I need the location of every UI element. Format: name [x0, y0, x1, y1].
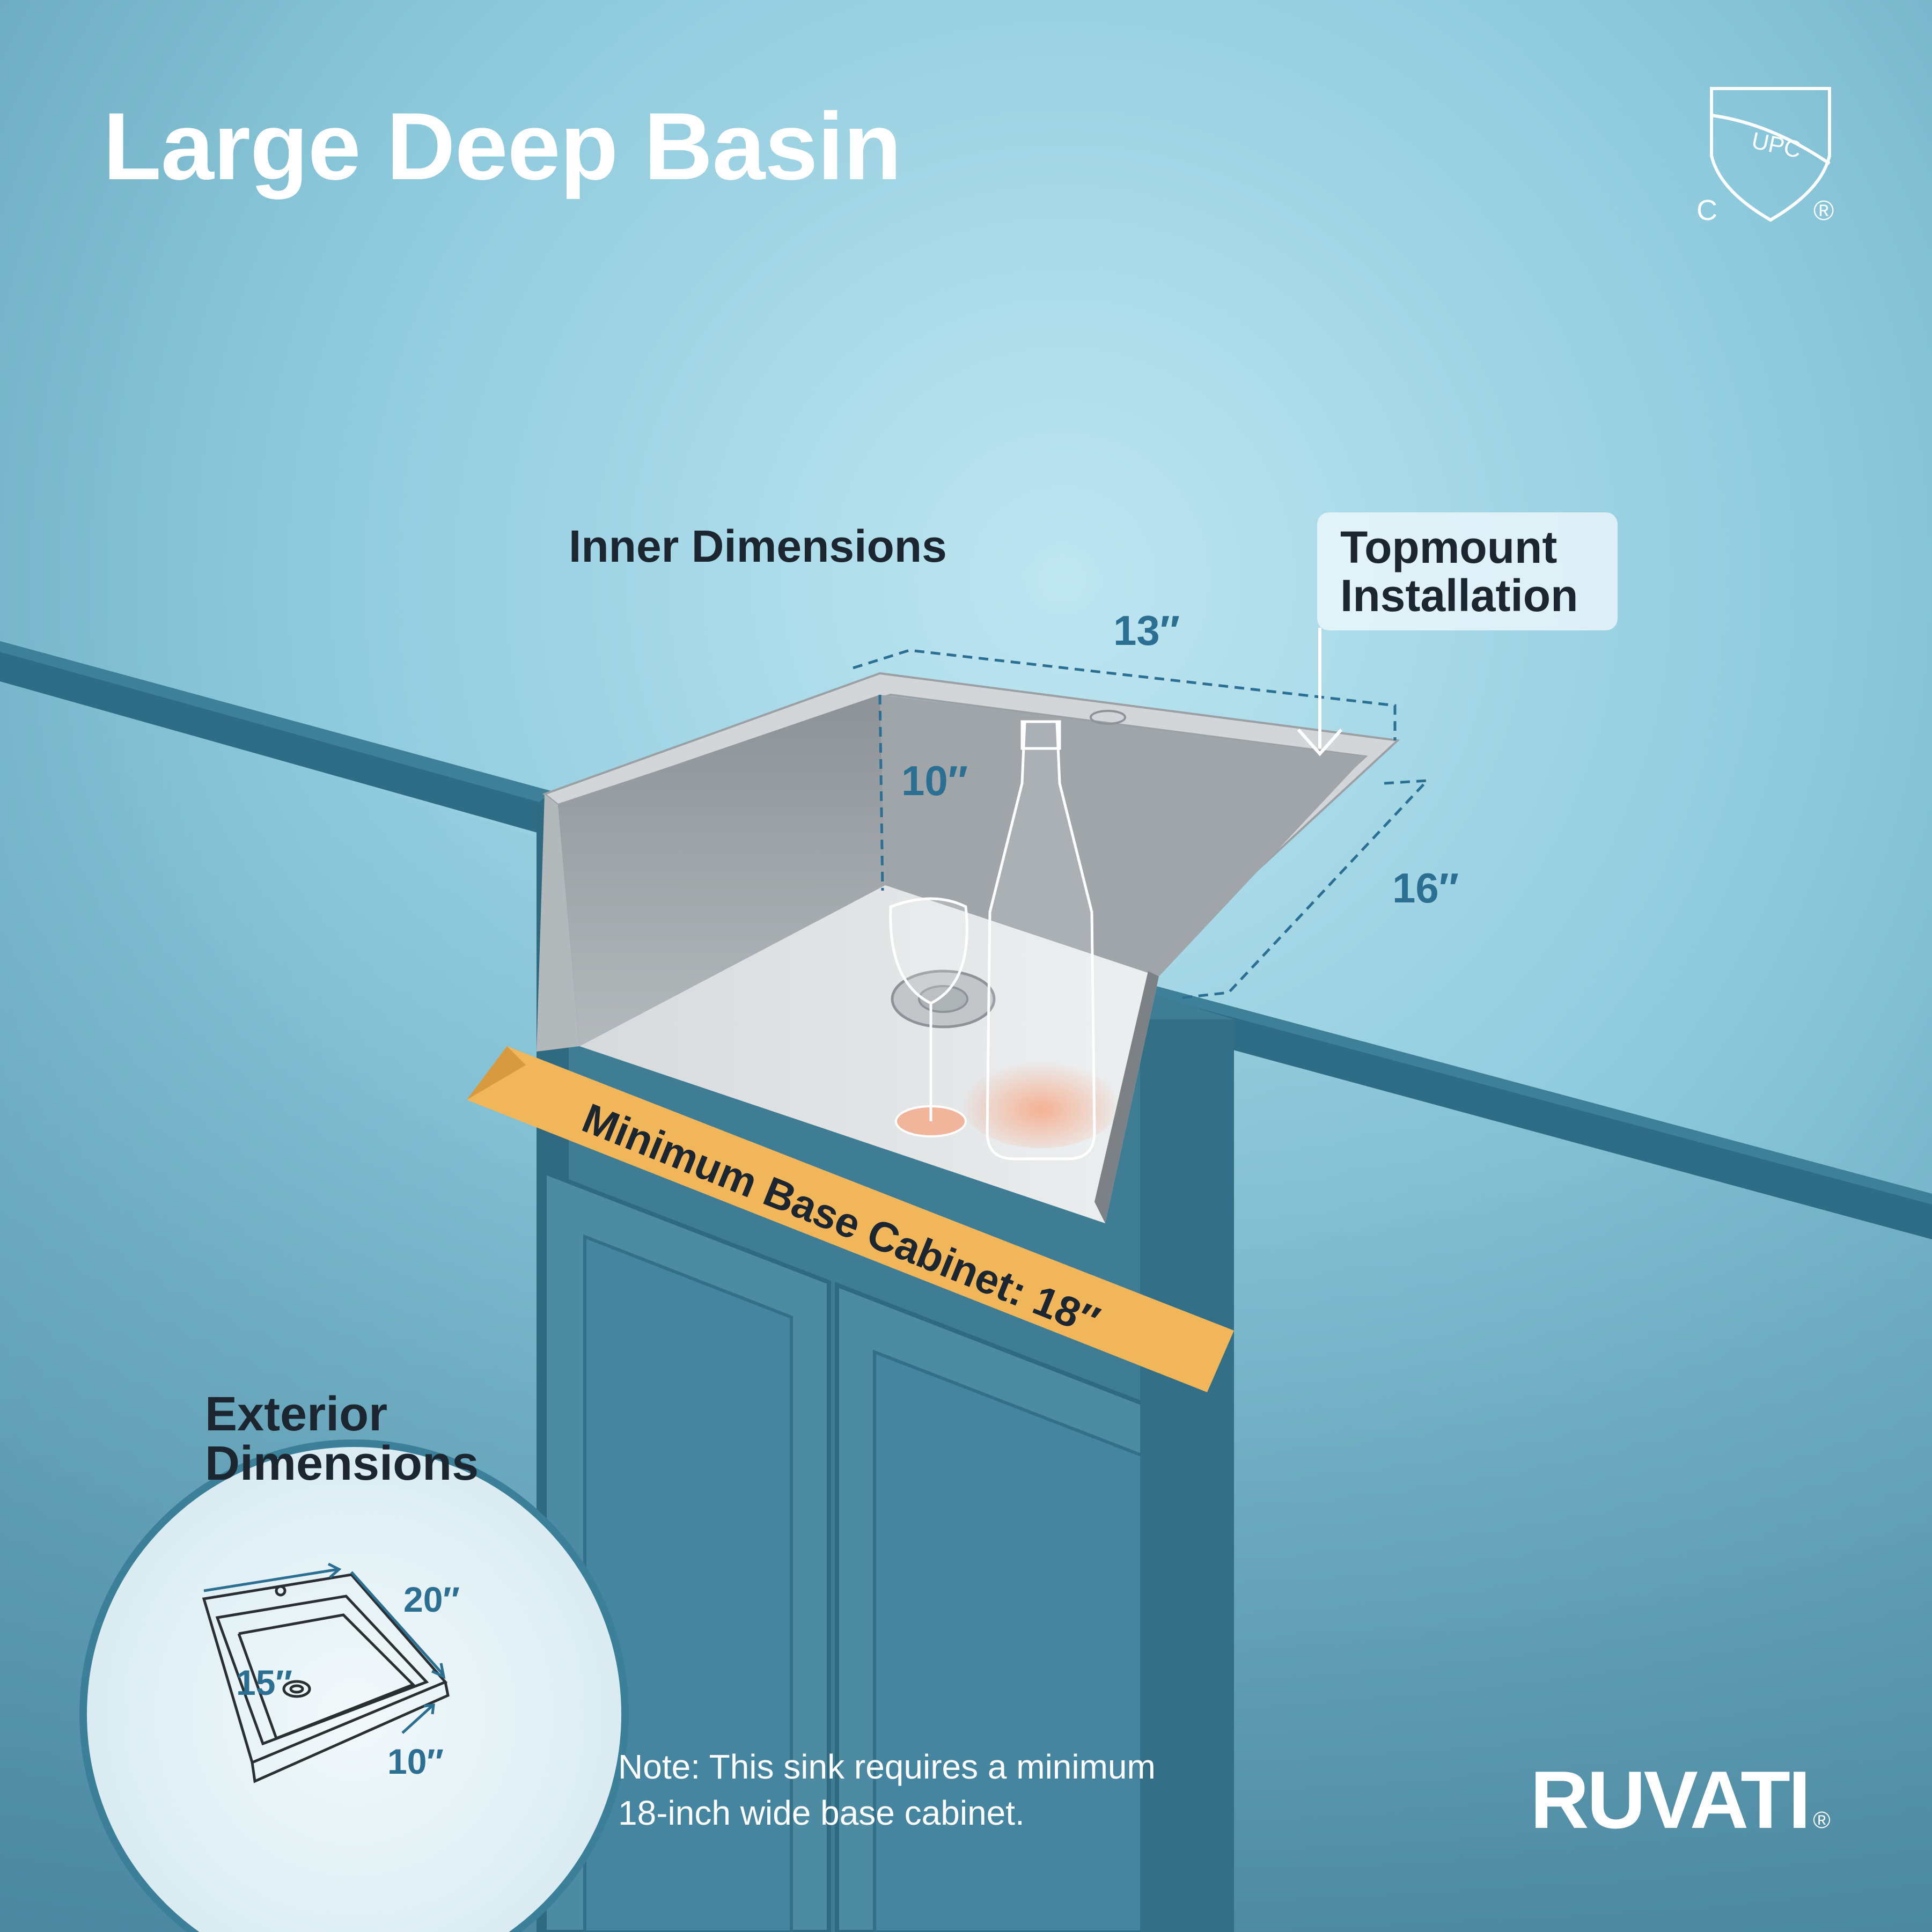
- topmount-installation-label: Topmount Installation: [1340, 522, 1578, 621]
- inner-dimensions-label: Inner Dimensions: [569, 521, 947, 571]
- exterior-dimension-arrows: [203, 1562, 446, 1734]
- sink-back-wall: [558, 695, 885, 1046]
- page-title: Large Deep Basin: [103, 93, 902, 200]
- exterior-dimensions-label: Exterior Dimensions: [205, 1387, 479, 1490]
- exterior-sink-diagram: [202, 1573, 450, 1783]
- wine-glass: [889, 897, 968, 1137]
- sink-front-wall: [1094, 971, 1159, 1223]
- faucet-hole: [1090, 710, 1126, 725]
- brand-logo: RUVATI®: [1530, 1753, 1831, 1847]
- inner-height-label: 10″: [901, 757, 968, 804]
- exterior-height-label: 10″: [387, 1742, 444, 1781]
- upc-c-mark: C: [1696, 194, 1717, 226]
- upc-registered-mark: ®: [1813, 195, 1834, 226]
- minimum-cabinet-ribbon: [467, 1046, 1234, 1392]
- inner-width-label: 13″: [1113, 607, 1180, 654]
- wine-bottle: [960, 720, 1121, 1160]
- brand-registered-mark: ®: [1813, 1807, 1830, 1833]
- exterior-dimensions-circle: [79, 1439, 629, 1932]
- exterior-width-label: 15″: [236, 1663, 293, 1702]
- cabinet-requirement-note: Note: This sink requires a minimum 18-in…: [618, 1747, 1156, 1832]
- callout-pointer: [1297, 628, 1343, 756]
- exterior-depth-label: 20″: [403, 1580, 460, 1619]
- brand-name: RUVATI: [1530, 1754, 1811, 1846]
- inner-dimension-lines: [853, 649, 1431, 1000]
- topmount-callout-box: [1317, 512, 1618, 630]
- upc-certification-shield: [1710, 87, 1831, 222]
- countertop-right: [1140, 982, 1932, 1239]
- inner-depth-label: 16″: [1392, 864, 1459, 912]
